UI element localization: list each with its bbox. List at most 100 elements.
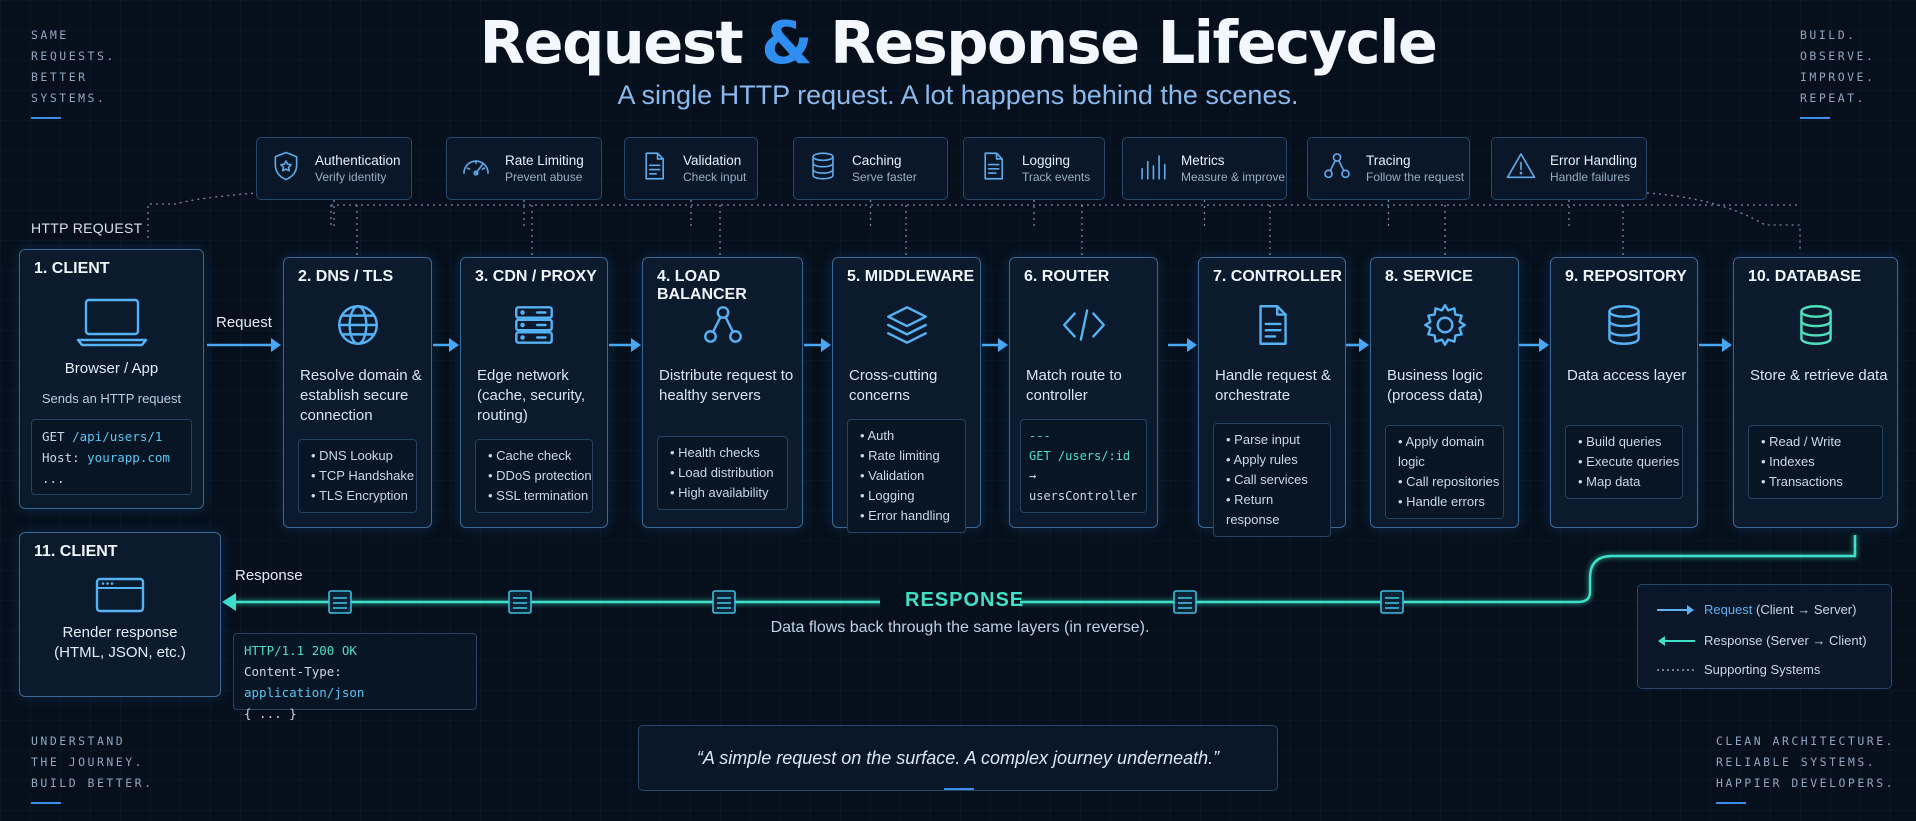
support-validation: Validation Check input xyxy=(624,137,758,200)
http-request-label: HTTP REQUEST xyxy=(31,220,143,236)
support-name: Caching xyxy=(852,152,902,168)
support-desc: Verify identity xyxy=(315,169,387,184)
card-bullets: • Build queries• Execute queries• Map da… xyxy=(1565,425,1683,499)
bullet-item: • DDoS protection xyxy=(488,468,592,483)
code-line: --- xyxy=(1029,429,1051,443)
server-node-box xyxy=(508,590,532,614)
bullet-text: Parse input xyxy=(1234,432,1300,447)
card-description: Handle request & orchestrate xyxy=(1215,367,1331,404)
corner-accent-bar xyxy=(1716,802,1746,804)
code-key: Content-Type: xyxy=(244,664,342,679)
support-tracing: Tracing Follow the request xyxy=(1307,137,1470,200)
bullet-item: • Parse input xyxy=(1226,432,1300,447)
code-line: Host: yourapp.com xyxy=(42,447,181,468)
log-icon xyxy=(976,149,1010,188)
bullet-text: Indexes xyxy=(1769,454,1815,469)
card-title: 2. DNS / TLS xyxy=(298,268,394,285)
bullet-text: SSL termination xyxy=(496,488,589,503)
request-code-block: GET /api/users/1 Host: yourapp.com ... xyxy=(31,419,192,495)
corner-line: BUILD BETTER. xyxy=(31,776,154,790)
response-arrow-head xyxy=(222,593,236,611)
code-key: { ... } xyxy=(244,706,297,721)
client-label: Browser / App xyxy=(64,360,159,377)
code-key: Host: xyxy=(42,450,88,465)
card-title: 5. MIDDLEWARE xyxy=(847,268,975,285)
corner-line: REPEAT. xyxy=(1800,91,1866,105)
bullet-text: DNS Lookup xyxy=(319,448,393,463)
server-node-box xyxy=(712,590,736,614)
support-name: Tracing xyxy=(1366,152,1411,168)
card-description: Distribute request to healthy servers xyxy=(659,367,794,404)
card-title: 3. CDN / PROXY xyxy=(475,268,597,285)
support-text: Caching Serve faster xyxy=(852,152,917,186)
corner-line: OBSERVE. xyxy=(1800,49,1876,63)
request-arrow-head xyxy=(1722,338,1732,352)
card-bullets: • Parse input• Apply rules• Call service… xyxy=(1213,423,1331,537)
support-authentication: Authentication Verify identity xyxy=(256,137,412,200)
support-desc: Measure & improve xyxy=(1181,169,1286,184)
title-response-lifecycle: Response Lifecycle xyxy=(830,8,1438,77)
corner-line: CLEAN ARCHITECTURE. xyxy=(1716,734,1896,748)
support-desc: Handle failures xyxy=(1550,169,1631,184)
code-brackets-icon xyxy=(1010,300,1157,350)
bullet-item: • Map data xyxy=(1578,474,1641,489)
stage-card-6: 6. ROUTER Match route to controller---GE… xyxy=(1009,257,1158,528)
bullet-item: • Indexes xyxy=(1761,454,1815,469)
support-name: Metrics xyxy=(1181,152,1225,168)
bullet-text: Handle errors xyxy=(1406,494,1485,509)
stage-card-10: 10. DATABASE Store & retrieve data• Read… xyxy=(1733,257,1898,528)
bullet-item: • Rate limiting xyxy=(860,448,940,463)
response-line xyxy=(234,535,1857,604)
bullet-text: Execute queries xyxy=(1586,454,1680,469)
server-node-icon xyxy=(1173,590,1197,614)
server-icon xyxy=(461,300,607,350)
corner-line: SYSTEMS. xyxy=(31,91,107,105)
title-ampersand: & xyxy=(761,8,812,77)
code-key: ... xyxy=(42,471,65,486)
support-text: Tracing Follow the request xyxy=(1366,152,1464,186)
bar-chart-icon xyxy=(1135,149,1169,188)
support-name: Error Handling xyxy=(1550,152,1638,168)
code-value: application/json xyxy=(244,685,365,700)
stage-card-7: 7. CONTROLLER Handle request & orchestra… xyxy=(1198,257,1346,537)
bullet-item: • High availability xyxy=(670,485,769,500)
card-bullets: • Auth• Rate limiting• Validation• Loggi… xyxy=(847,419,966,533)
support-text: Error Handling Handle failures xyxy=(1550,152,1637,186)
response-arrow-label: Response xyxy=(235,567,303,584)
client-description: Sends an HTTP request xyxy=(41,391,182,406)
bullet-item: • Health checks xyxy=(670,445,760,460)
code-line: ... xyxy=(42,468,181,489)
bullet-item: • DNS Lookup xyxy=(311,448,393,463)
corner-line: THE JOURNEY. xyxy=(31,755,145,769)
support-error-handling: Error Handling Handle failures xyxy=(1491,137,1647,200)
support-name: Rate Limiting xyxy=(505,152,584,168)
corner-bottom-right: CLEAN ARCHITECTURE. RELIABLE SYSTEMS. HA… xyxy=(1716,731,1895,804)
corner-top-right: BUILD. OBSERVE. IMPROVE. REPEAT. xyxy=(1800,25,1875,119)
bullet-text: TCP Handshake xyxy=(318,468,415,483)
server-node-box xyxy=(1173,590,1197,614)
corner-accent-bar xyxy=(31,802,61,804)
card-description: Business logic (process data) xyxy=(1387,367,1483,404)
stage-card-3: 3. CDN / PROXY Edge network (cache, secu… xyxy=(460,257,608,528)
support-text: Authentication Verify identity xyxy=(315,152,401,186)
bullet-text: Error handling xyxy=(868,508,950,523)
bullet-item: • Execute queries xyxy=(1578,454,1680,469)
support-logging: Logging Track events xyxy=(963,137,1105,200)
globe-icon xyxy=(284,300,431,350)
bullet-item: • TCP Handshake xyxy=(311,468,415,483)
document-icon xyxy=(637,149,671,188)
card-title: 1. CLIENT xyxy=(34,260,110,277)
legend-support-label: Supporting Systems xyxy=(1704,662,1821,677)
bullet-item: • Read / Write xyxy=(1761,434,1842,449)
bullet-item: • Cache check xyxy=(488,448,572,463)
code-line: HTTP/1.1 200 OK xyxy=(244,640,466,661)
bullet-item: • Auth xyxy=(860,428,895,443)
client-end-card: 11. CLIENT Render response (HTML, JSON, … xyxy=(19,532,221,697)
shield-icon xyxy=(269,149,303,188)
bullet-text: TLS Encryption xyxy=(318,488,408,503)
bullet-item: • Load distribution xyxy=(670,465,774,480)
request-arrow-label: Request xyxy=(216,314,272,331)
server-node-icon xyxy=(712,590,736,614)
server-node-box xyxy=(328,590,352,614)
bullet-item: • TLS Encryption xyxy=(311,488,408,503)
